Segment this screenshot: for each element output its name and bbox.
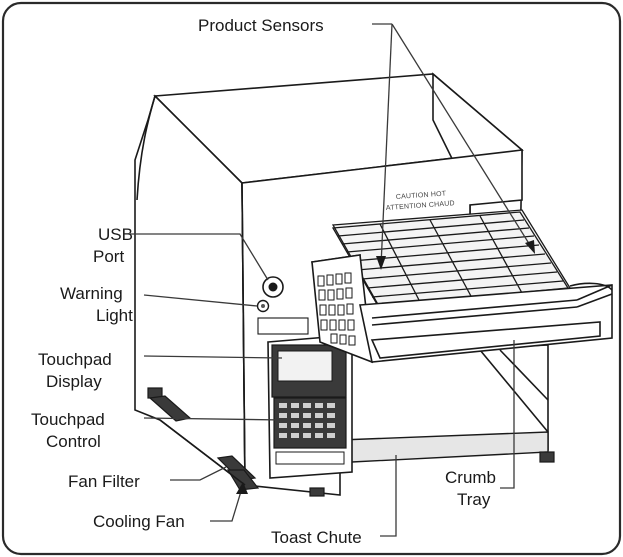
label-usb-port-2: Port (93, 247, 124, 266)
label-usb-port-1: USB (98, 225, 133, 244)
label-product-sensors: Product Sensors (198, 16, 324, 35)
leader-fan-filter (170, 466, 227, 481)
foot-front-right (539, 451, 555, 463)
label-cooling-fan: Cooling Fan (93, 512, 185, 531)
label-touchpad-display-2: Display (46, 372, 102, 391)
leader-warning-light (143, 294, 258, 307)
callout-labels: Product Sensors USB Port Warning Light T… (31, 16, 496, 547)
leader-crumb-tray (500, 340, 515, 489)
conveyor-grill (331, 211, 570, 307)
leader-cooling-fan (210, 487, 243, 522)
touchpad-keys (279, 403, 335, 438)
touchpad-display-screen (277, 350, 333, 382)
label-touchpad-control-1: Touchpad (31, 410, 105, 429)
leader-usb-port (130, 233, 269, 281)
control-column-slot (275, 451, 345, 465)
arrow-product-sensor-2 (525, 240, 535, 254)
label-warning-light-1: Warning (60, 284, 123, 303)
label-touchpad-control-2: Control (46, 432, 101, 451)
label-warning-light-2: Light (96, 306, 133, 325)
label-fan-filter: Fan Filter (68, 472, 140, 491)
caution-line2: ATTENTION CHAUD (386, 200, 455, 212)
leader-touchpad-control (143, 417, 285, 421)
crumb-tray (370, 321, 601, 359)
arrow-cooling-fan (236, 482, 248, 494)
label-toast-chute: Toast Chute (271, 528, 362, 547)
hood-vents (317, 272, 356, 346)
foot-front-left (309, 487, 325, 497)
conveyor-toaster: CAUTION HOT ATTENTION CHAUD (134, 72, 613, 497)
leader-touchpad-display (143, 355, 283, 359)
leader-lines (130, 23, 535, 537)
label-plate (257, 317, 309, 335)
label-touchpad-display-1: Touchpad (38, 350, 112, 369)
label-crumb-tray-1: Crumb (445, 468, 496, 487)
fan-filter-vents (148, 395, 260, 491)
label-crumb-tray-2: Tray (457, 490, 491, 509)
caution-line1: CAUTION HOT (396, 190, 447, 201)
arrow-product-sensor-1 (376, 256, 386, 270)
leader-toast-chute (380, 455, 397, 537)
